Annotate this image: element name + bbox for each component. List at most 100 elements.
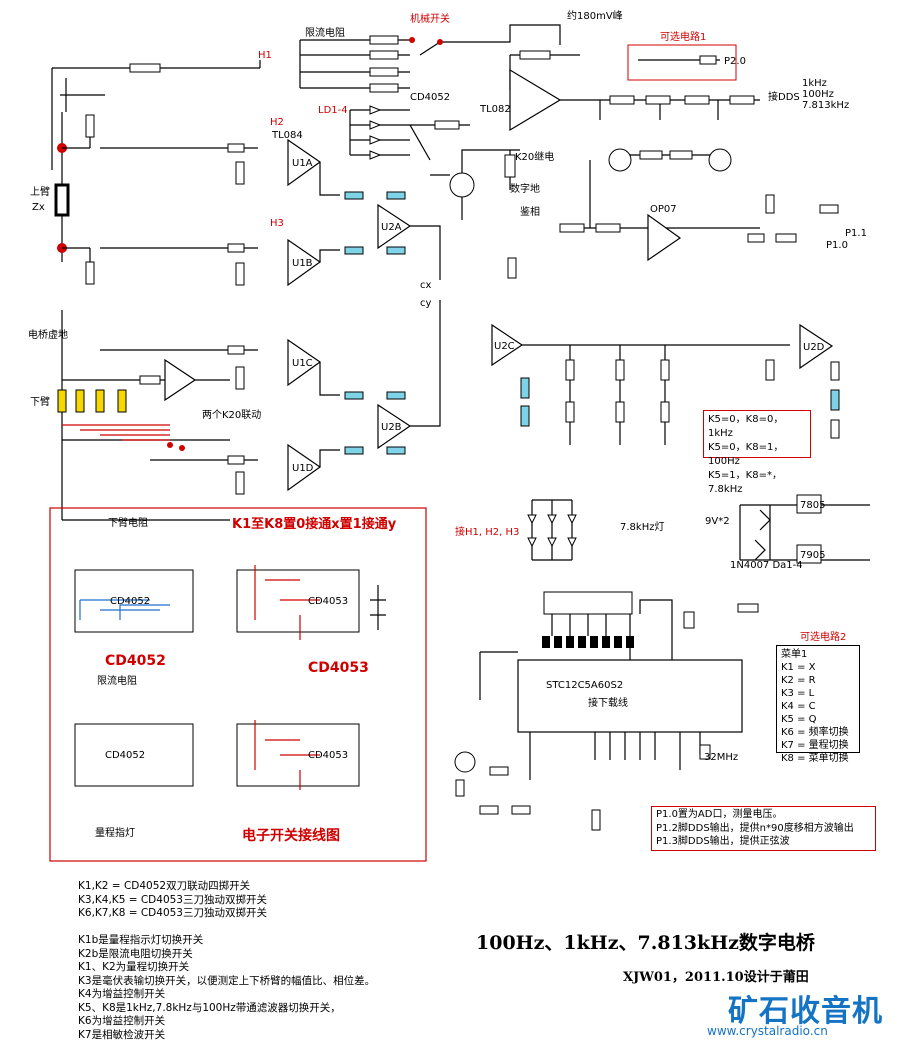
label-tl082-top: TL082 [479, 104, 511, 115]
label-current-limit: 限流电阻 [305, 26, 345, 39]
buffer-stages [100, 138, 441, 495]
opamp-u1c [287, 338, 322, 387]
menu-item: K3 = L [781, 688, 815, 699]
resistor-r16 [386, 446, 406, 455]
opamp-u2d [799, 323, 834, 370]
resistor-r42 [609, 95, 635, 105]
resistor-r10 [344, 246, 364, 255]
diode-block [527, 499, 577, 561]
label-u1d: U1D [292, 463, 314, 474]
p1-notes-box: P1.0置为AD口，测量电压。 P1.2脚DDS输出，提供n*90度移相方波输出… [651, 806, 876, 851]
resistor-rb1 [369, 35, 399, 45]
bridge-arms [54, 112, 230, 521]
p1-note: P1.0置为AD口，测量电压。 [656, 809, 783, 820]
label-xtal: 32MHz [704, 752, 738, 763]
switch-notes: K1,K2 = CD4052双刀联动四掷开关 K3,K4,K5 = CD4053… [78, 880, 375, 1042]
label-h2: H2 [270, 117, 284, 128]
k5-row: K5=0，K8=1，100Hz [708, 442, 784, 467]
opamp-tl082-lower [164, 358, 197, 402]
menu-legend: 菜单1 K1 = X K2 = R K3 = L K4 = C K5 = Q K… [776, 645, 860, 764]
opamp-u2c [491, 323, 524, 367]
label-u1a: U1A [292, 158, 313, 169]
brand-logo: 矿石收音机 [728, 994, 883, 1029]
label-peak: 约180mV峰 [567, 9, 623, 22]
seven-seg-display [543, 591, 633, 615]
menu-item: K1 = X [781, 662, 816, 673]
label-u1b: U1B [292, 258, 313, 269]
note-line: K6为增益控制开关 [78, 1015, 166, 1027]
resistor-r12 [344, 446, 364, 455]
label-upper-arm: 上臂 [30, 185, 50, 198]
label-cd4052-top: CD4052 [410, 92, 450, 103]
resistor-r17 [85, 114, 95, 138]
phase-detector [507, 148, 839, 279]
note-line: K1b是量程指示灯切换开关 [78, 934, 204, 946]
mcu-section [454, 591, 759, 831]
label-diodes: 1N4007 Da1-4 [730, 560, 803, 571]
label-relay: K20继电 [515, 150, 554, 163]
label-u2d: U2D [803, 342, 825, 353]
label-lower-arm: 下臂 [30, 395, 50, 408]
top-input-section [51, 24, 760, 170]
label-h3: H3 [270, 218, 284, 229]
label-freq-2: 100Hz [802, 89, 834, 100]
p1-note: P1.2脚DDS输出，提供n*90度移相方波输出 [656, 822, 854, 834]
menu-item: K6 = 频率切换 [781, 727, 849, 738]
label-u2b: U2B [381, 422, 402, 433]
transistor-v4 [449, 172, 475, 198]
filter-section [491, 323, 840, 445]
note-line: K1,K2 = CD4052双刀联动四掷开关 [78, 880, 251, 892]
wiring-diagram-box [49, 507, 427, 862]
label-cd4053-red: CD4053 [308, 660, 369, 676]
label-wiring-title: 电子开关接线图 [242, 827, 340, 844]
resistor-r45 [729, 95, 755, 105]
transistor-v5 [454, 751, 476, 773]
brand-url: www.crystalradio.cn [707, 1024, 828, 1038]
opamp-tl082-top [509, 68, 562, 132]
menu-item: K7 = 量程切换 [781, 740, 849, 751]
relay-coil-k20 [504, 154, 516, 178]
label-chip-cd4053-b: CD4053 [308, 750, 348, 761]
menu-item: K2 = R [781, 675, 816, 686]
label-h1: H1 [258, 50, 272, 61]
label-mech-switch: 机械开关 [410, 12, 450, 25]
note-line: K5、K8是1kHz,7.8kHz与100Hz带通滤波器切换开关， [78, 1001, 341, 1014]
label-p11: P1.1 [845, 228, 867, 239]
label-optional-1: 可选电路1 [660, 30, 706, 43]
page-title: 100Hz、1kHz、7.813kHz数字电桥 [476, 932, 815, 954]
resistor-rb4 [369, 83, 399, 93]
note-line: K1、K2为量程切换开关 [78, 961, 190, 973]
optional-circuit-1-box [627, 44, 737, 81]
component-zx [54, 183, 70, 217]
label-u2a: U2A [381, 222, 402, 233]
opamp-op07 [647, 213, 682, 262]
label-7905: 7905 [800, 550, 825, 561]
resistor-r51 [434, 120, 460, 130]
wiring-diagram-chips [74, 565, 386, 790]
label-download: 接下载线 [588, 696, 628, 709]
note-line: K3是毫伏表输切换开关，以便测定上下桥臂的幅值比、相位差。 [78, 974, 376, 987]
resistor-r18 [85, 261, 95, 285]
note-line: K4为增益控制开关 [78, 988, 166, 1000]
resistor-r15 [386, 391, 406, 400]
menu-title: 菜单1 [781, 649, 808, 660]
resistor-rb3 [369, 67, 399, 77]
label-mcu: STC12C5A60S2 [546, 680, 623, 691]
label-freq-1: 1kHz [802, 78, 827, 89]
label-lower-res: 下臂电阻 [108, 516, 148, 529]
switch-contact-k20 [409, 37, 415, 43]
opamp-u1b [287, 238, 322, 287]
k5-row: K5=1，K8=*，7.8kHz [708, 470, 782, 495]
p1-note: P1.3脚DDS输出，提供正弦波 [656, 836, 790, 847]
label-ld: LD1-4 [318, 105, 348, 116]
label-chip-cd4053-a: CD4053 [308, 596, 348, 607]
opamp-u2a [377, 203, 412, 250]
opamp-u2b [377, 403, 412, 450]
label-bridge-gnd: 电桥虚地 [28, 328, 68, 341]
label-cy: cy [420, 298, 431, 309]
resistor-r11 [344, 391, 364, 400]
resistor-rb2 [369, 50, 399, 60]
label-u1c: U1C [292, 358, 313, 369]
regulator-7905 [796, 544, 822, 564]
label-limit-res: 限流电阻 [97, 674, 137, 687]
